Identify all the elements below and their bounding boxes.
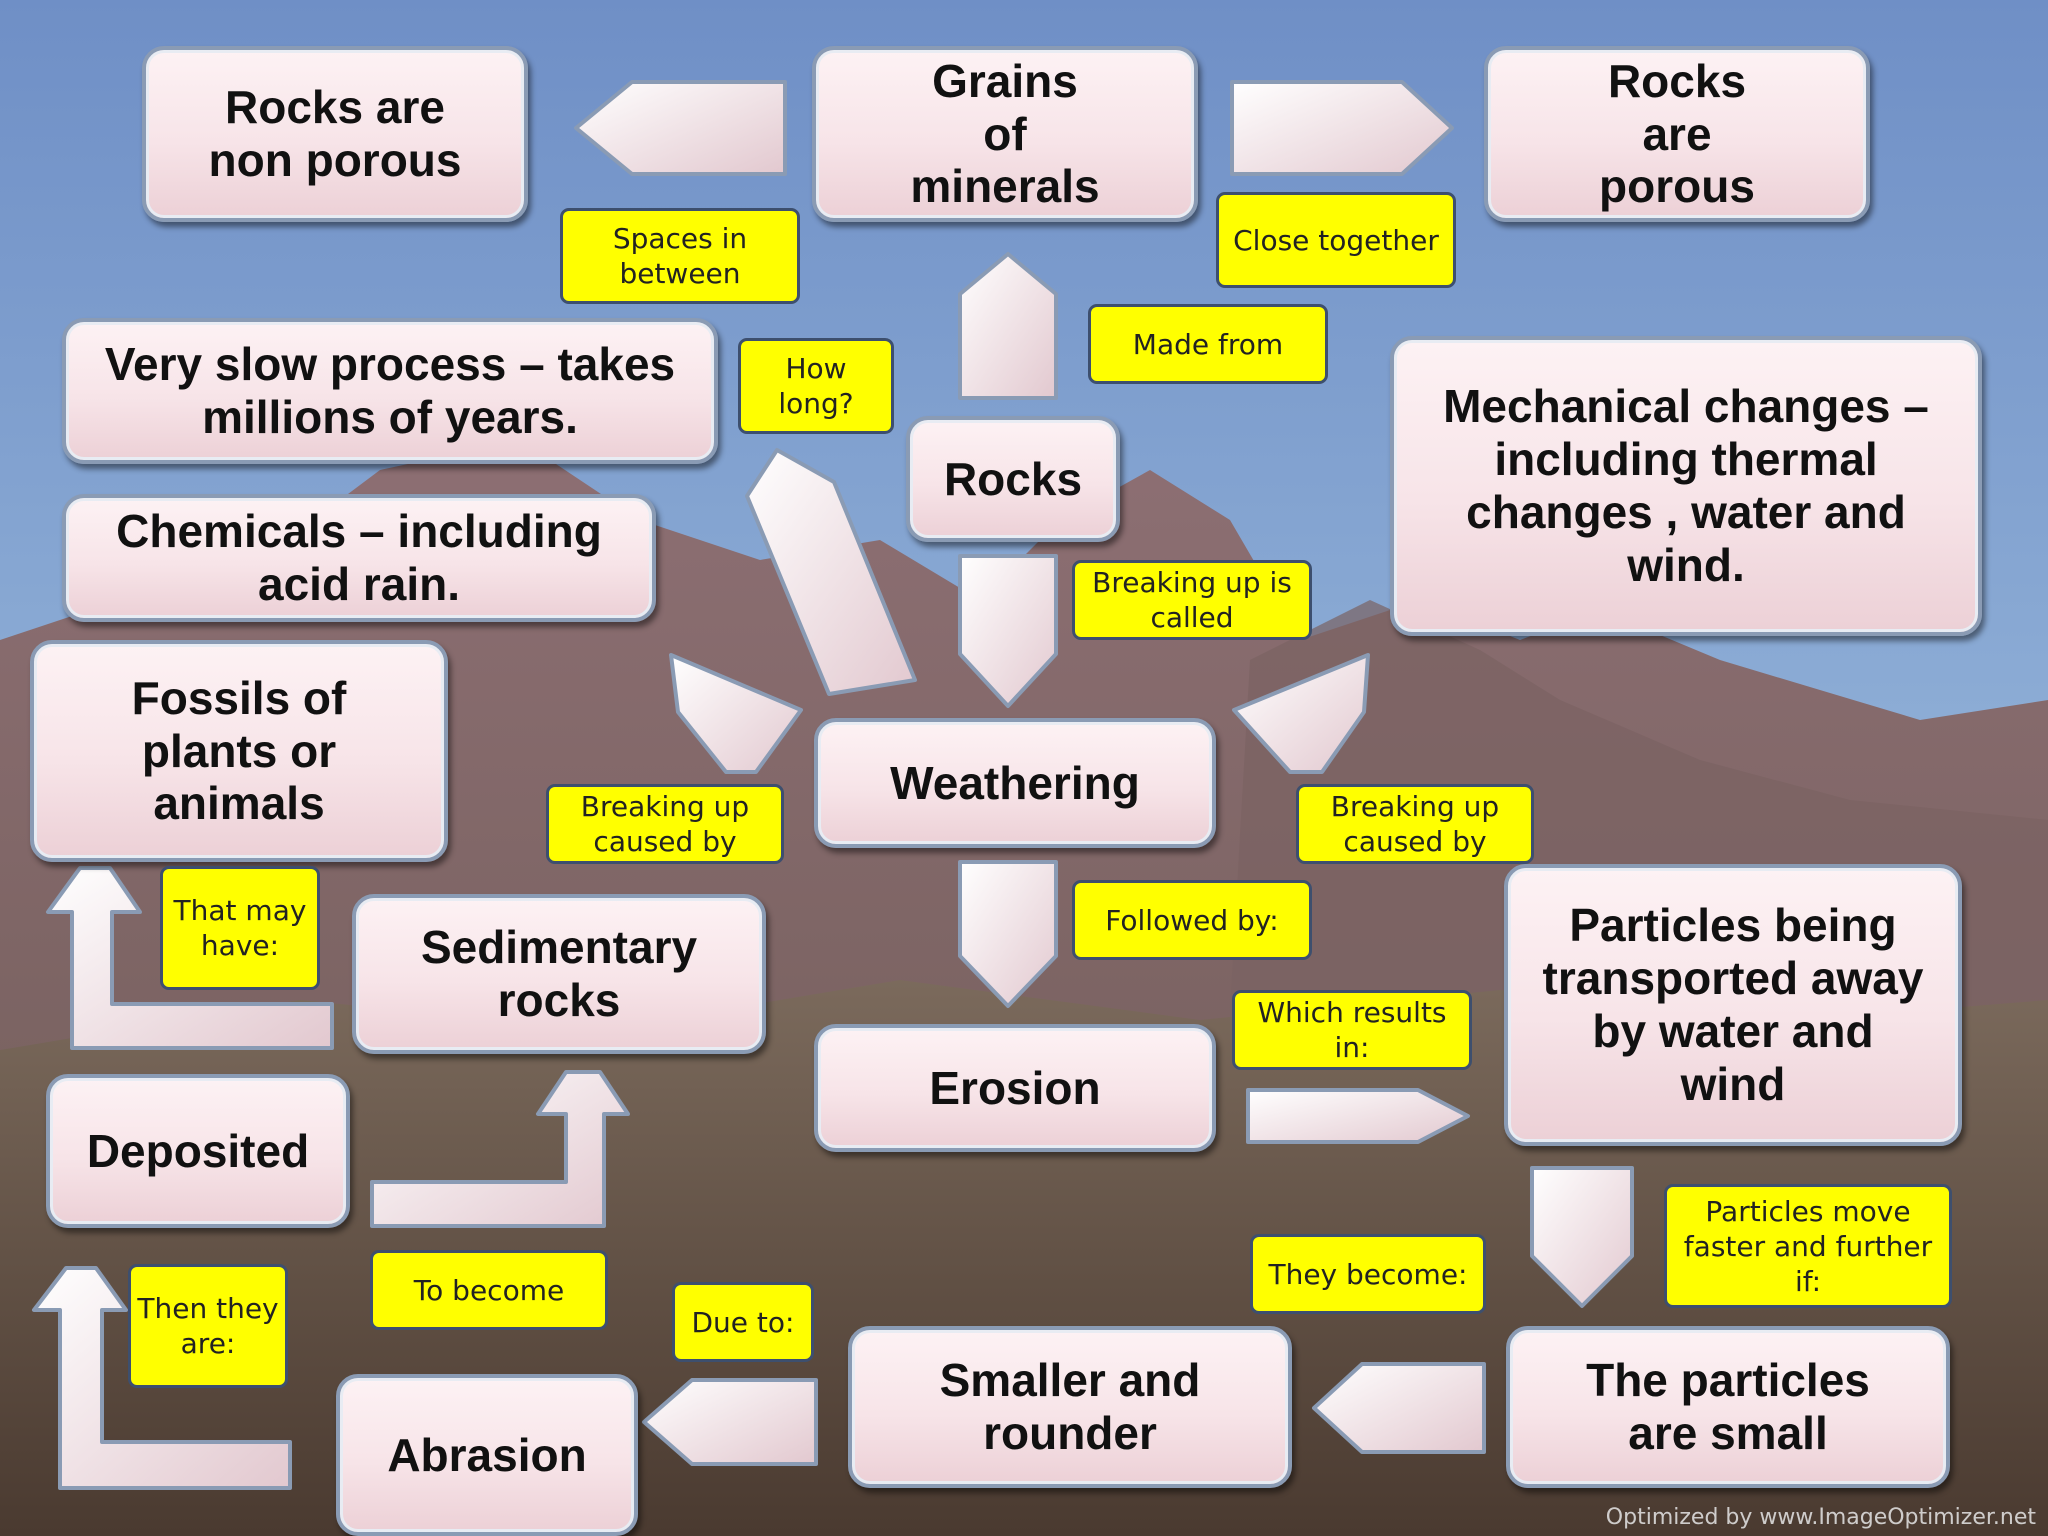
label-to-become: To become [370,1250,608,1330]
arrow-up-left-icon [745,448,917,696]
label-then-they-are: Then they are: [128,1264,288,1388]
elbow-arrow-up-icon [32,1266,292,1490]
box-rocks-porous: Rocks are porous [1484,46,1870,222]
box-particles-small: The particles are small [1506,1326,1950,1488]
label-particles-move-faster: Particles move faster and further if: [1664,1184,1952,1308]
label-spaces-in-between: Spaces in between [560,208,800,304]
box-chemicals: Chemicals – including acid rain. [62,494,656,622]
label-breaking-up-caused-left: Breaking up caused by [546,784,784,864]
elbow-arrow-up-icon [46,866,334,1050]
arrow-left-icon [642,1378,818,1466]
box-smaller-and-rounder: Smaller and rounder [848,1326,1292,1488]
arrow-up-icon [958,252,1058,400]
arrow-right-icon [1246,1088,1470,1144]
label-due-to: Due to: [672,1282,814,1362]
box-sedimentary-rocks: Sedimentary rocks [352,894,766,1054]
box-rocks-non-porous: Rocks are non porous [142,46,528,222]
label-close-together: Close together [1216,192,1456,288]
box-very-slow-process: Very slow process – takes millions of ye… [62,318,718,464]
box-grains-of-minerals: Grains of minerals [812,46,1198,222]
box-weathering: Weathering [814,718,1216,848]
box-fossils: Fossils of plants or animals [30,640,448,862]
arrow-left-icon [1312,1362,1486,1454]
label-they-become: They become: [1250,1234,1486,1314]
arrow-down-icon [958,860,1058,1008]
label-which-results-in: Which results in: [1232,990,1472,1070]
label-breaking-up-caused-right: Breaking up caused by [1296,784,1534,864]
arrow-down-icon [958,554,1058,708]
label-followed-by: Followed by: [1072,880,1312,960]
box-erosion: Erosion [814,1024,1216,1152]
footer-watermark: Optimized by www.ImageOptimizer.net [1605,1505,2036,1530]
label-that-may-have: That may have: [160,866,320,990]
box-mechanical-changes: Mechanical changes – including thermal c… [1390,336,1982,636]
label-breaking-up-called: Breaking up is called [1072,560,1312,640]
box-abrasion: Abrasion [336,1374,638,1536]
arrow-right-icon [1230,80,1454,176]
arrow-down-left-icon [669,653,803,774]
label-made-from: Made from [1088,304,1328,384]
label-how-long: How long? [738,338,894,434]
box-deposited: Deposited [46,1074,350,1228]
arrow-down-icon [1530,1166,1634,1308]
arrow-left-icon [574,80,787,176]
box-particles-transported: Particles being transported away by wate… [1504,864,1962,1146]
elbow-arrow-up-icon [370,1070,630,1228]
arrow-down-right-icon [1232,653,1370,774]
box-rocks: Rocks [906,416,1120,542]
